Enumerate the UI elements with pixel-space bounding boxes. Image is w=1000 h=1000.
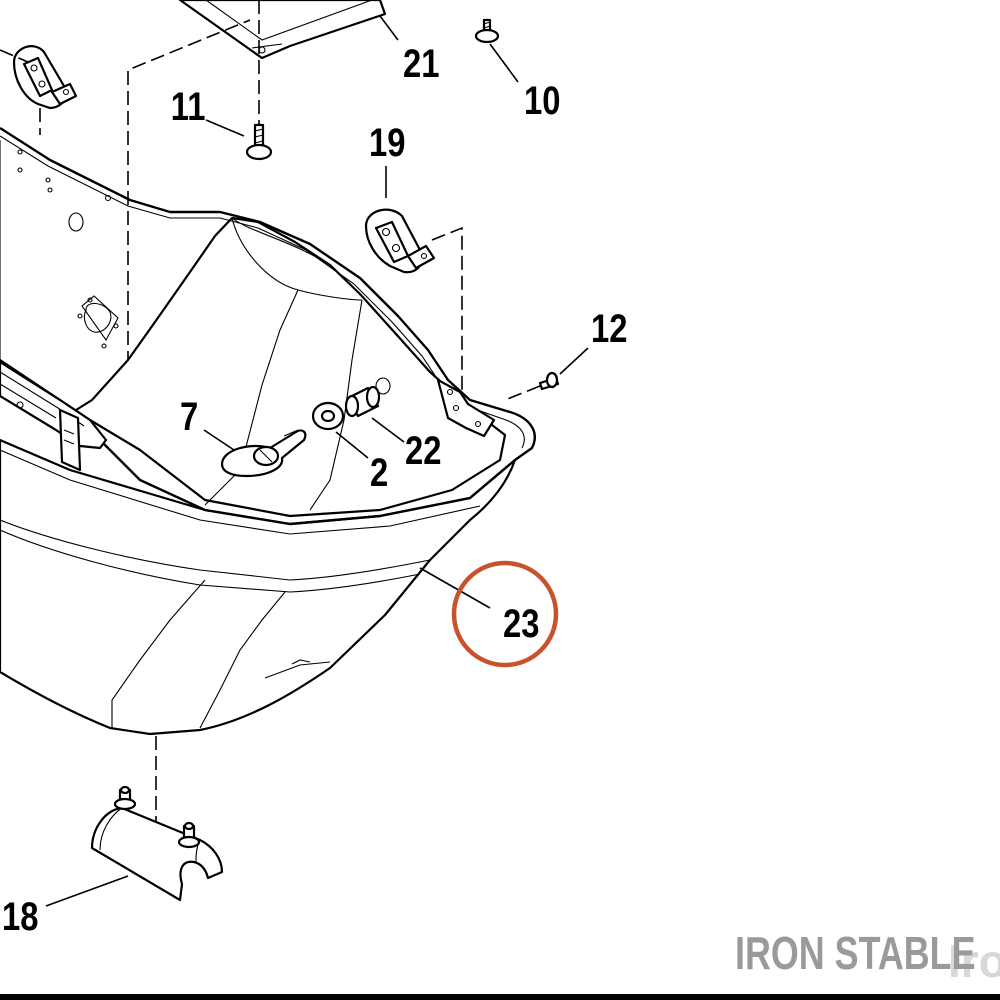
callout-21: 21 [403,41,439,86]
callout-7: 7 [180,394,198,439]
assembly-line [0,49,29,63]
callout-12: 12 [591,306,627,351]
part-19-hinge [364,208,436,274]
part-18-mount [90,785,224,902]
callout-19: 19 [369,120,405,165]
part-7-latch [220,429,307,478]
watermark-logo: IRON STABLE [735,927,976,979]
callout-22: 22 [405,428,441,473]
callout-2: 2 [370,450,388,495]
highlight-circle [451,560,559,668]
part-21-lid [178,0,387,60]
watermark-ghost: Iro [948,935,1000,987]
callout-18: 18 [2,894,38,939]
assembly-line [127,19,251,405]
callout-10: 10 [524,78,560,123]
part-23-saddlebag [0,126,536,736]
part-22-grommet [344,377,391,418]
leader-lines [45,15,589,907]
part-12-screw [538,371,560,391]
part-10-screw [474,18,500,44]
assembly-line [504,385,541,401]
bottom-border [0,994,1000,1000]
part-19-hinge-left [12,45,78,110]
part-2-washer [311,401,345,431]
part-11-screw [245,123,273,161]
callout-23: 23 [503,601,539,646]
assembly-line [431,226,463,410]
callout-11: 11 [171,84,206,129]
